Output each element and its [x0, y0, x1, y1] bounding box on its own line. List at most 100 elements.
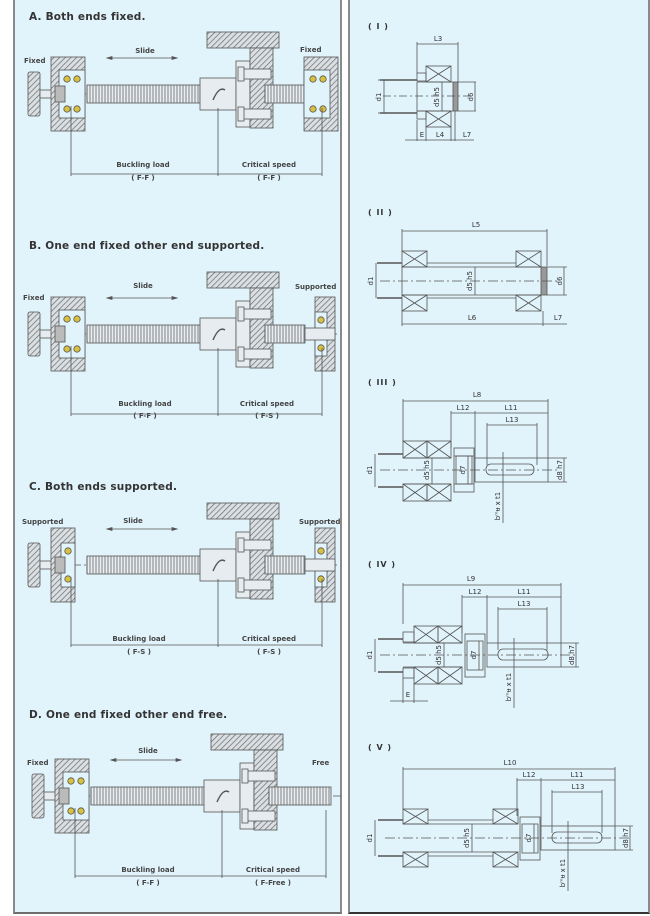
table-top	[210, 733, 284, 751]
dim-d7: d7	[470, 650, 478, 660]
dim-d7: d7	[525, 833, 533, 843]
critical-speed-code: ( F-Free )	[254, 879, 292, 887]
dim-l11: L11	[570, 771, 584, 779]
mounting-bolt	[240, 68, 272, 80]
lock-nut	[54, 556, 66, 574]
nut-return-tube	[212, 88, 226, 101]
dim-d1: d1	[366, 465, 374, 475]
bearing-ball	[67, 807, 75, 815]
shaft-type-i-drawing	[378, 42, 476, 141]
mounting-bolt	[244, 810, 276, 822]
shaft-type-i: ( I )	[350, 0, 648, 200]
buckling-load-label: Buckling load	[116, 161, 170, 169]
dim-d6: d6	[556, 276, 564, 286]
lock-nut	[54, 325, 66, 343]
coupling-disk	[27, 311, 41, 357]
bearing-ball	[64, 547, 72, 555]
dim-d5: d5 h5	[466, 270, 474, 292]
bearing-ball	[319, 105, 327, 113]
dim-l11: L11	[504, 404, 518, 412]
left-end-label: Fixed	[27, 759, 49, 767]
mounting-bolt	[244, 770, 276, 782]
bearing-ball	[63, 105, 71, 113]
mounting-bolt	[240, 308, 272, 320]
right-end-label: Fixed	[300, 46, 322, 54]
dim-l7: L7	[462, 131, 472, 139]
bearing-ball	[319, 75, 327, 83]
critical-speed-code: ( F-S )	[257, 648, 281, 656]
mounting-bolt	[240, 539, 272, 551]
lock-nut	[58, 787, 70, 805]
slide-label: Slide	[133, 282, 153, 290]
section-title: C. Both ends supported.	[29, 481, 178, 493]
shaft-type-ii-drawing	[375, 229, 567, 326]
buckling-load-label: Buckling load	[118, 400, 172, 408]
critical-speed-label: Critical speed	[241, 635, 297, 643]
bearing-ball	[63, 345, 71, 353]
dim-key: bᵐᵾ x t1	[505, 672, 513, 702]
buckling-load-label: Buckling load	[121, 866, 175, 874]
dim-d5: d5 h5	[435, 644, 443, 666]
dim-l5: L5	[471, 221, 481, 229]
critical-speed-label: Critical speed	[239, 400, 295, 408]
bolt-head	[237, 66, 245, 82]
right-end-label: Supported	[295, 283, 337, 291]
dim-l12: L12	[456, 404, 470, 412]
type-label: ( IV )	[368, 560, 397, 569]
shaft-type-ii: ( II ) L5 L6 L7	[350, 200, 648, 350]
bearing-ball	[73, 75, 81, 83]
buckling-load-code: ( F-F )	[136, 879, 160, 887]
slide-arrowheads	[109, 757, 183, 763]
mounting-bolt	[240, 579, 272, 591]
slide-label: Slide	[138, 747, 158, 755]
bolt-head	[237, 106, 245, 122]
dim-l13: L13	[517, 600, 531, 608]
critical-speed-label: Critical speed	[241, 161, 297, 169]
ball-screw-assembly-diagram	[27, 502, 337, 647]
left-end-label: Fixed	[24, 57, 46, 65]
dim-d8: d8 h7	[556, 459, 564, 481]
shaft-type-iii: ( III )	[350, 370, 648, 550]
dim-e: E	[405, 691, 411, 699]
bolt-head	[237, 346, 245, 362]
nut-return-tube	[212, 328, 226, 341]
lock-nut	[54, 85, 66, 103]
ball-screw-assembly-diagram	[27, 271, 337, 416]
shaft-type-iii-drawing	[374, 399, 567, 523]
bearing-ball	[317, 316, 325, 324]
bearing-ball	[63, 75, 71, 83]
shaft-type-iv: ( IV )	[350, 550, 648, 725]
dim-d5: d5 h5	[463, 827, 471, 849]
bearing-ball	[317, 344, 325, 352]
slide-label: Slide	[135, 47, 155, 55]
mounting-bolt	[240, 108, 272, 120]
critical-speed-code: ( F-F )	[257, 174, 281, 182]
coupling-disk	[31, 773, 45, 819]
nut-return-tube	[212, 559, 226, 572]
ball-nut	[199, 317, 237, 351]
dim-l10: L10	[503, 759, 517, 767]
dim-l3: L3	[433, 35, 443, 43]
bearing-ball	[309, 105, 317, 113]
bearing-ball	[309, 75, 317, 83]
dim-key: bᵐᵾ x t1	[559, 858, 567, 888]
coupling-disk	[27, 542, 41, 588]
ball-screw-assembly-diagram	[27, 31, 339, 176]
slide-arrowheads	[105, 295, 179, 301]
bearing-ball	[67, 777, 75, 785]
bolt-head	[237, 537, 245, 553]
dim-d5: d5 h5	[423, 459, 431, 481]
nut-return-tube	[216, 790, 230, 803]
left-end-label: Supported	[22, 518, 64, 526]
bearing-ball	[77, 777, 85, 785]
coupling-disk	[27, 71, 41, 117]
ball-nut	[199, 548, 237, 582]
left-end-label: Fixed	[23, 294, 45, 302]
right-end-label: Free	[312, 759, 330, 767]
bearing-ball	[73, 345, 81, 353]
dim-d1: d1	[366, 833, 374, 843]
dim-l4: L4	[435, 131, 445, 139]
section-b: B. One end fixed other end supported. Fi…	[15, 230, 340, 450]
bearing-ball	[73, 315, 81, 323]
dim-d6: d6	[467, 92, 475, 102]
